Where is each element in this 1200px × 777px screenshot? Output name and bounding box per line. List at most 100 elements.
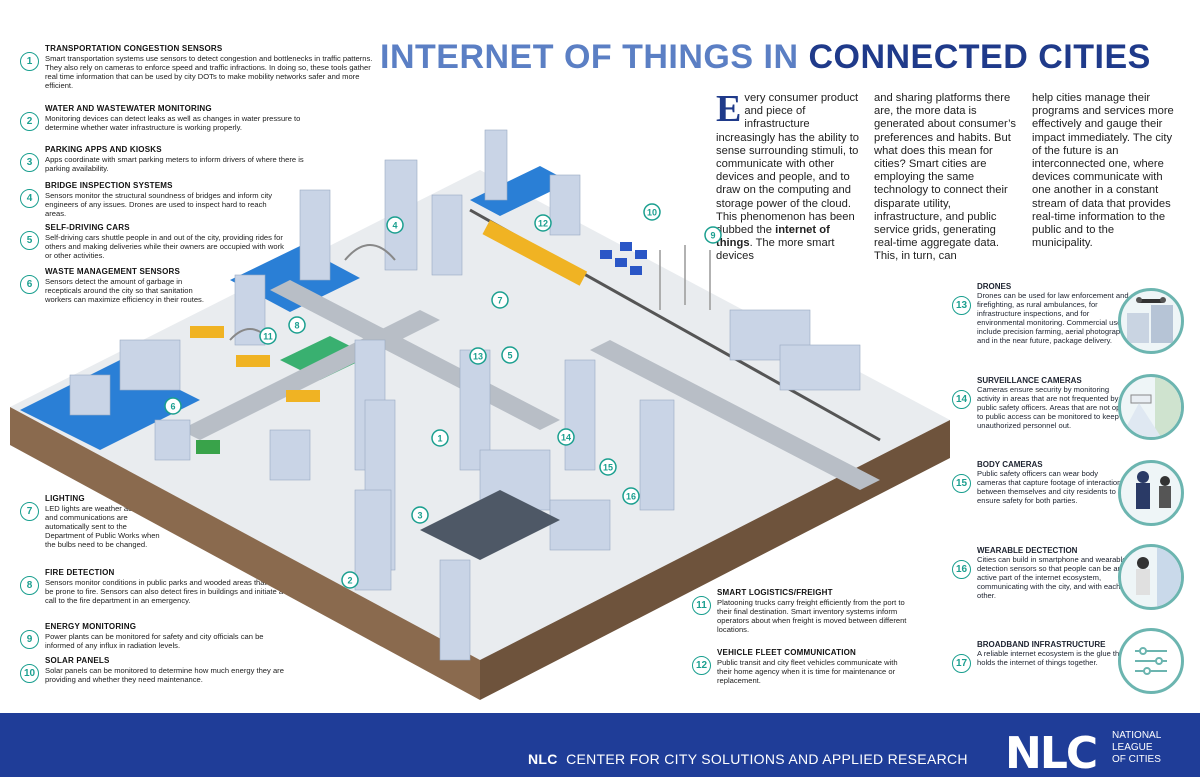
number-badge: 1 (20, 52, 39, 71)
map-marker-label: 14 (561, 433, 571, 443)
map-marker-15: 15 (599, 458, 617, 476)
item-text: Platooning trucks carry freight efficien… (717, 598, 907, 634)
number-badge: 14 (952, 390, 971, 409)
body-camera-icon (1118, 460, 1184, 526)
map-marker-11: 11 (259, 327, 277, 345)
intro-col-2: and sharing platforms there are, the mor… (874, 92, 1018, 264)
item-title: SMART LOGISTICS/FREIGHT (717, 588, 833, 597)
intro-col1-start: very consumer product and piece of infra… (716, 92, 860, 237)
item-text: Apps coordinate with smart parking meter… (45, 155, 304, 173)
bodycam-illustration (1118, 460, 1184, 526)
map-marker-label: 6 (170, 402, 175, 412)
item-text: Monitoring devices can detect leaks as w… (45, 114, 301, 132)
intro-col1-bold: internet of things (716, 224, 830, 250)
number-badge: 13 (952, 296, 971, 315)
map-marker-label: 11 (263, 332, 273, 342)
road-east (590, 340, 880, 490)
title-part2: CONNECTED CITIES (808, 38, 1151, 76)
map-marker-9: 9 (704, 226, 722, 244)
intro-col2-text: and sharing platforms there are, the mor… (874, 92, 1017, 263)
train (482, 219, 588, 286)
number-badge: 3 (20, 153, 39, 172)
map-marker-8: 8 (288, 316, 306, 334)
item-title: BRIDGE INSPECTION SYSTEMS (45, 181, 173, 190)
map-marker-label: 7 (497, 296, 502, 306)
map-marker-14: 14 (557, 428, 575, 446)
item-title: ENERGY MONITORING (45, 622, 137, 631)
map-marker-10: 10 (643, 203, 661, 221)
number-badge: 9 (20, 630, 39, 649)
nlc-logo-text: NATIONAL LEAGUE OF CITIES (1112, 730, 1161, 766)
number-badge: 5 (20, 231, 39, 250)
map-marker-label: 9 (710, 231, 715, 241)
map-marker-label: 15 (603, 463, 613, 473)
item-title: PARKING APPS AND KIOSKS (45, 145, 162, 154)
item-title: WEARABLE DECTECTION (977, 546, 1078, 555)
ground-side-right (480, 420, 950, 700)
broadband-illustration (1118, 628, 1184, 694)
item-text: A reliable internet ecosystem is the glu… (977, 649, 1126, 667)
map-marker-label: 8 (294, 321, 299, 331)
broadband-icon (1118, 628, 1184, 694)
map-marker-6: 6 (164, 397, 182, 415)
item-title: DRONES (977, 282, 1012, 291)
map-marker-label: 13 (473, 352, 483, 362)
number-badge: 7 (20, 502, 39, 521)
footer-bar: NLC CENTER FOR CITY SOLUTIONS AND APPLIE… (0, 713, 1200, 777)
surveillance-camera-icon (1118, 374, 1184, 440)
map-marker-13: 13 (469, 347, 487, 365)
footer-tag-bold: NLC (528, 751, 558, 767)
item-title: FIRE DETECTION (45, 568, 115, 577)
parking-lot (420, 490, 560, 560)
item-text: Sensors detect the amount of garbage in … (45, 277, 204, 304)
logo-line-2: LEAGUE (1112, 742, 1153, 753)
intro-col-3: help cities manage their programs and se… (1032, 92, 1176, 264)
item-title: WATER AND WASTEWATER MONITORING (45, 104, 212, 113)
intro-col3-text: help cities manage their programs and se… (1032, 92, 1174, 250)
item-text: Public safety officers can wear body cam… (977, 469, 1126, 505)
map-marker-label: 5 (507, 351, 512, 361)
item-title: WASTE MANAGEMENT SENSORS (45, 267, 181, 276)
map-marker-2: 2 (341, 571, 359, 589)
map-marker-16: 16 (622, 487, 640, 505)
nlc-logo: NLC (1005, 728, 1098, 777)
map-marker-label: 10 (647, 208, 657, 218)
truck-2 (236, 355, 270, 367)
number-badge: 16 (952, 560, 971, 579)
item-text: Sensors monitor conditions in public par… (45, 578, 288, 605)
item-text: LED lights are weather adaptive and comm… (45, 504, 160, 549)
map-marker-label: 1 (437, 434, 442, 444)
number-badge: 17 (952, 654, 971, 673)
item-text: Drones can be used for law enforcement a… (977, 291, 1130, 345)
number-badge: 10 (20, 664, 39, 683)
page-title: INTERNET OF THINGS IN CONNECTED CITIES (380, 38, 1151, 77)
item-text: Solar panels can be monitored to determi… (45, 666, 284, 684)
item-title: VEHICLE FLEET COMMUNICATION (717, 648, 857, 657)
number-badge: 6 (20, 275, 39, 294)
solar-panels (600, 242, 647, 275)
wind-turbines (659, 245, 711, 310)
water-top (470, 166, 570, 216)
bridge-upper (344, 244, 396, 261)
map-marker-3: 3 (411, 506, 429, 524)
ground-side-left (10, 407, 480, 700)
number-badge: 12 (692, 656, 711, 675)
item-title: SELF-DRIVING CARS (45, 223, 130, 232)
item-title: BODY CAMERAS (977, 460, 1043, 469)
item-title: SURVEILLANCE CAMERAS (977, 376, 1082, 385)
map-marker-label: 4 (392, 221, 397, 231)
map-marker-1: 1 (431, 429, 449, 447)
